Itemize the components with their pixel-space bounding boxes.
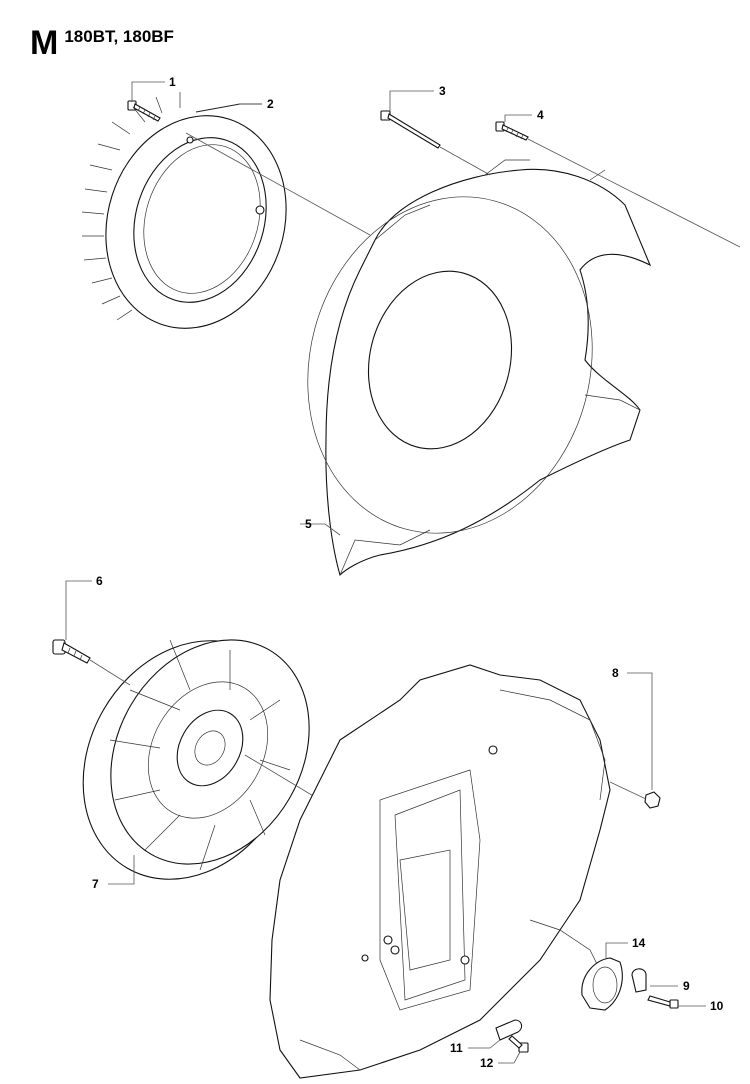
callout-10: 10 <box>710 999 724 1013</box>
callout-leaders <box>65 81 706 1064</box>
part-7-impeller <box>82 639 310 880</box>
callout-14: 14 <box>632 936 646 950</box>
callout-11: 11 <box>450 1041 463 1055</box>
part-housing <box>269 664 611 1079</box>
callout-9: 9 <box>683 979 690 993</box>
diagram-title: M 180BT, 180BF <box>30 26 174 60</box>
callout-5: 5 <box>305 517 312 531</box>
part-10-screw <box>647 995 679 1009</box>
callout-6: 6 <box>96 574 103 588</box>
model-names: 180BT, 180BF <box>64 27 174 46</box>
callout-1: 1 <box>169 75 176 89</box>
callout-12: 12 <box>480 1056 494 1070</box>
part-3-long-screw <box>380 110 441 149</box>
part-11-bracket <box>495 1019 523 1041</box>
callout-4: 4 <box>537 108 544 122</box>
callout-2: 2 <box>267 97 274 111</box>
part-2-cooling-ring <box>81 92 287 329</box>
part-14-cap <box>581 957 623 1011</box>
callout-3: 3 <box>439 84 446 98</box>
part-1-screw <box>127 100 161 122</box>
section-letter: M <box>30 24 59 62</box>
part-9-clip <box>631 968 647 993</box>
part-5-fan-cover <box>307 159 652 577</box>
callout-7: 7 <box>92 877 99 891</box>
part-12-screw <box>508 1035 529 1053</box>
part-6-bolt <box>52 639 91 664</box>
part-8-nut <box>644 791 661 809</box>
part-4-screw <box>495 121 529 141</box>
callout-8: 8 <box>612 666 619 680</box>
